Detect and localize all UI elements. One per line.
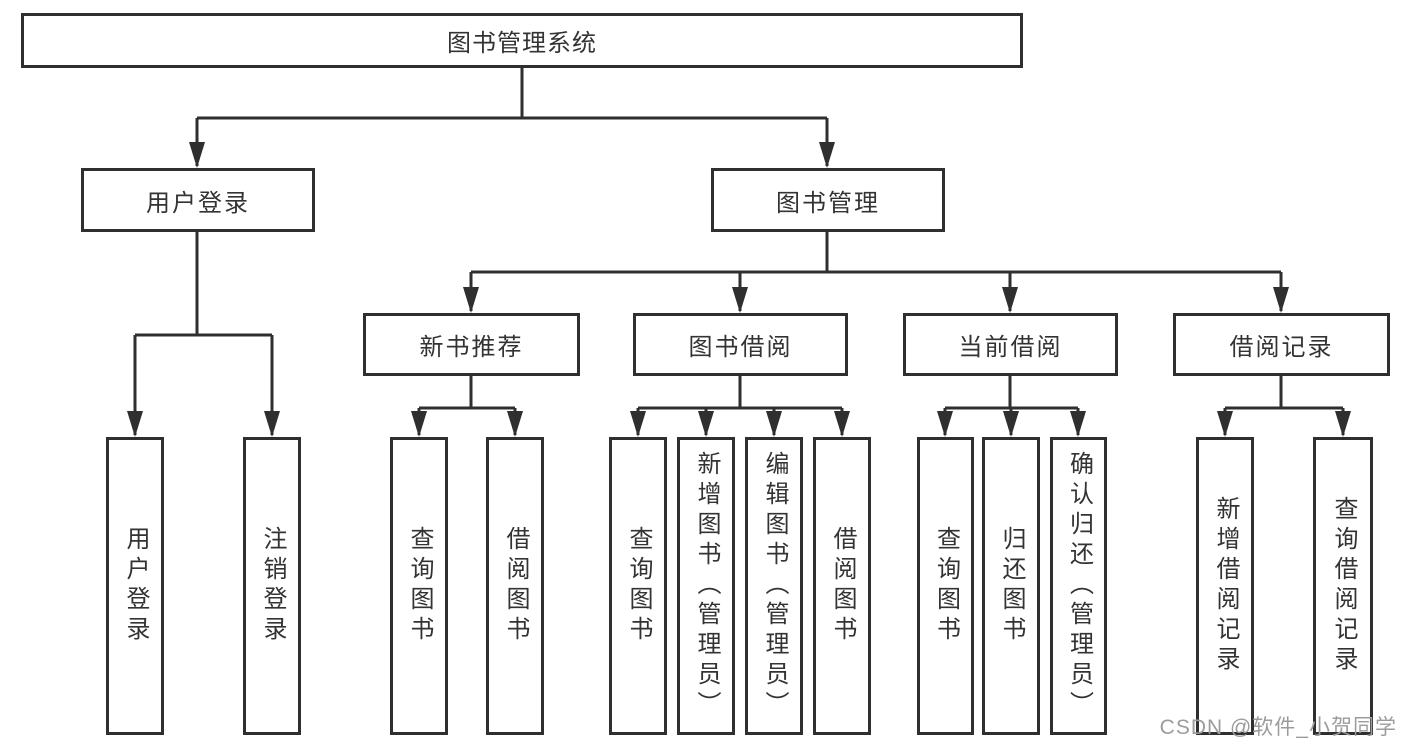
leaf-query-borrow-record: 查询借阅记录	[1313, 437, 1373, 735]
node-label: 借阅记录	[1229, 334, 1334, 361]
leaf-label: 查询图书	[932, 526, 960, 646]
node-label: 当前借阅	[958, 334, 1063, 361]
node-user-login: 用户登录	[81, 168, 315, 232]
leaf-return-books: 归还图书	[982, 437, 1040, 735]
leaf-label: 归还图书	[998, 526, 1025, 646]
node-borrowing-records: 借阅记录	[1173, 313, 1390, 376]
csdn-watermark: CSDN @软件_小贺同学	[1159, 716, 1397, 739]
leaf-label: 借阅图书	[502, 526, 529, 646]
node-label: 图书管理	[776, 189, 880, 217]
leaf-label: 确认归还（管理员）	[1065, 451, 1093, 721]
leaf-logout: 注销登录	[243, 437, 301, 735]
node-label: 新书推荐	[419, 334, 524, 361]
leaf-add-borrow-record: 新增借阅记录	[1196, 437, 1254, 735]
leaf-edit-books-admin: 编辑图书（管理员）	[745, 437, 803, 735]
leaf-label: 新增借阅记录	[1212, 496, 1239, 676]
node-new-book-recommendation: 新书推荐	[363, 313, 580, 376]
leaf-borrow-books-recommend: 借阅图书	[486, 437, 544, 735]
leaf-label: 新增图书（管理员）	[693, 451, 720, 721]
leaf-label: 用户登录	[122, 526, 149, 646]
leaf-query-books-borrow: 查询图书	[609, 437, 667, 735]
node-book-management: 图书管理	[711, 168, 945, 232]
leaf-label: 查询图书	[406, 526, 433, 646]
node-current-borrowing: 当前借阅	[903, 313, 1118, 376]
leaf-confirm-return-admin: 确认归还（管理员）	[1050, 437, 1107, 735]
leaf-add-books-admin: 新增图书（管理员）	[677, 437, 735, 735]
node-label: 用户登录	[146, 189, 250, 217]
leaf-query-books-recommend: 查询图书	[390, 437, 448, 735]
leaf-label: 注销登录	[259, 526, 286, 646]
leaf-label: 编辑图书（管理员）	[761, 451, 788, 721]
node-library-management-system: 图书管理系统	[21, 13, 1023, 68]
leaf-label: 借阅图书	[829, 526, 856, 646]
node-book-borrowing: 图书借阅	[633, 313, 848, 376]
leaf-user-login: 用户登录	[106, 437, 164, 735]
node-label: 图书借阅	[688, 334, 793, 361]
leaf-query-books-current: 查询图书	[917, 437, 974, 735]
leaf-label: 查询借阅记录	[1330, 496, 1357, 676]
leaf-borrow-books: 借阅图书	[813, 437, 871, 735]
node-label: 图书管理系统	[447, 30, 597, 57]
leaf-label: 查询图书	[625, 526, 652, 646]
